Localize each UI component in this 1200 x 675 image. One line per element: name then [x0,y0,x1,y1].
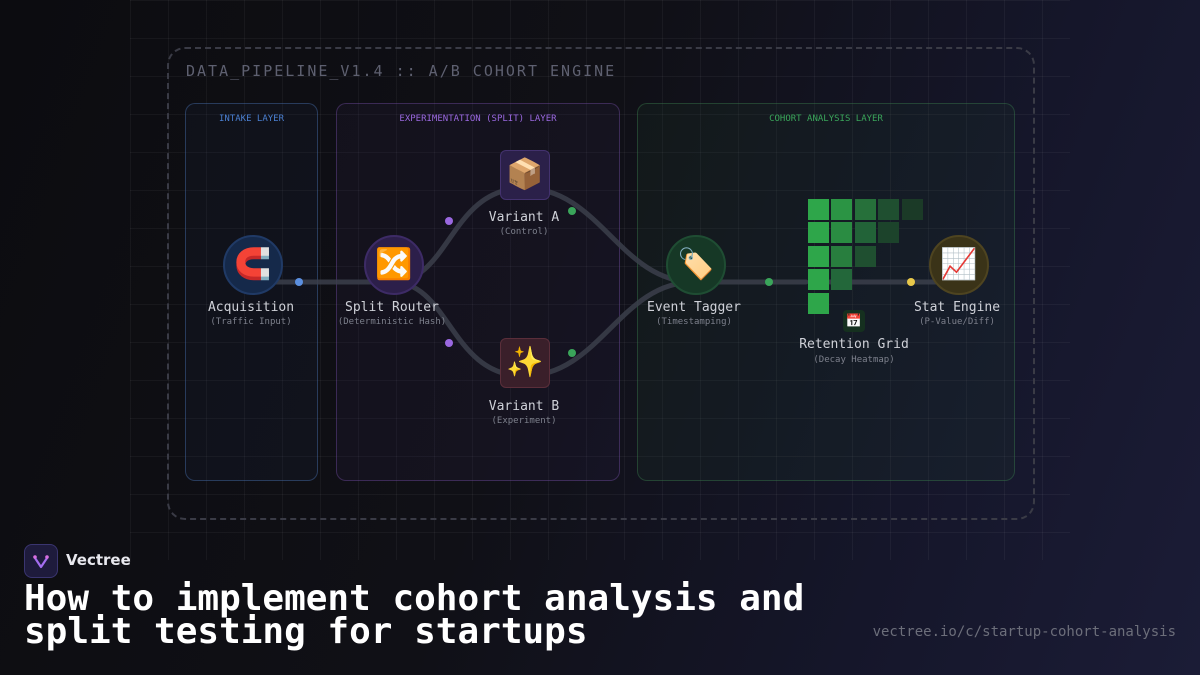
acquisition-sublabel: (Traffic Input) [210,317,292,327]
flow-dot [295,278,303,286]
heatmap-cell [831,246,852,267]
heatmap-cell [831,199,852,220]
flow-dot [568,349,576,357]
tag-icon[interactable]: 🏷️ [666,235,726,295]
acquisition-label: Acquisition [207,300,295,315]
chart-up-icon[interactable]: 📈 [929,235,989,295]
page-url[interactable]: vectree.io/c/startup-cohort-analysis [872,624,1176,640]
heatmap-cell [808,269,829,290]
variant-b-label: Variant B [488,399,560,414]
brand-name[interactable]: Vectree [66,551,131,569]
heatmap-cell [831,269,852,290]
event-tagger-sublabel: (Timestamping) [656,317,732,327]
shuffle-icon[interactable]: 🔀 [364,235,424,295]
page-title: How to implement cohort analysis and spl… [24,578,805,652]
stat-engine-label: Stat Engine [913,300,1001,315]
event-tagger-label: Event Tagger [647,300,741,315]
vectree-logo-icon[interactable] [24,544,58,578]
sparkles-icon[interactable]: ✨ [500,338,550,388]
cohort-layer-label: COHORT ANALYSIS LAYER [769,114,883,124]
magnet-icon[interactable]: 🧲 [223,235,283,295]
heatmap-cell [808,222,829,243]
stat-engine-sublabel: (P-Value/Diff) [919,317,995,327]
heatmap-cell [855,222,876,243]
intake-layer: INTAKE LAYER [185,103,318,481]
variant-a-sublabel: (Control) [499,227,549,237]
heatmap-cell [878,222,899,243]
heatmap-cell [855,199,876,220]
flow-dot [445,339,453,347]
flow-dot [765,278,773,286]
package-icon[interactable]: 📦 [500,150,550,200]
heatmap-cell [831,222,852,243]
split-router-label: Split Router [345,300,439,315]
heatmap-cell [808,293,829,314]
variant-a-label: Variant A [488,210,560,225]
heatmap-cell [808,199,829,220]
split-layer-label: EXPERIMENTATION (SPLIT) LAYER [399,114,557,124]
retention-grid-label: Retention Grid [799,337,909,352]
variant-b-sublabel: (Experiment) [491,416,557,426]
intake-layer-label: INTAKE LAYER [218,114,285,124]
retention-grid-sublabel: (Decay Heatmap) [813,355,895,365]
heatmap-cell [878,199,899,220]
heatmap-cell [902,199,923,220]
flow-dot [907,278,915,286]
split-router-sublabel: (Deterministic Hash) [337,317,447,327]
flow-dot [568,207,576,215]
wire-variant-b-tagger [521,279,697,379]
diagram-frame [167,47,1035,520]
diagram-title: DATA_PIPELINE_V1.4 :: A/B COHORT ENGINE [186,62,617,80]
heatmap-cell [808,246,829,267]
calendar-icon: 📅 [843,310,865,332]
flow-dot [445,217,453,225]
heatmap-cell [855,246,876,267]
